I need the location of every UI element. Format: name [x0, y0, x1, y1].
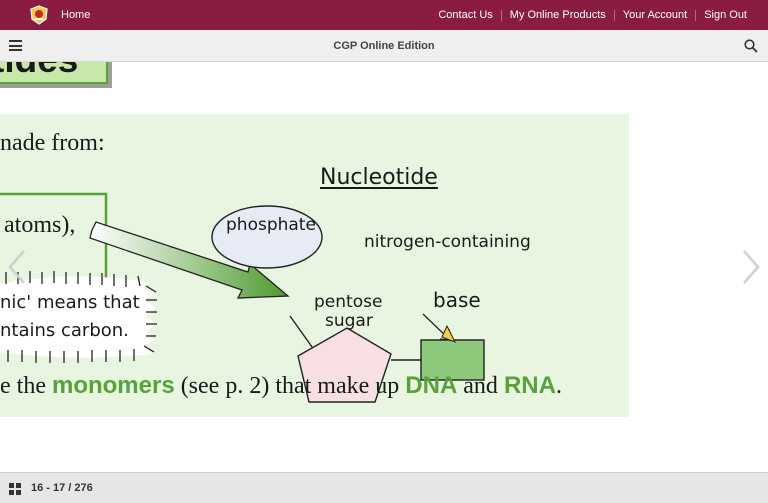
page-status-bar: 16 - 17 / 276	[0, 472, 768, 503]
book-page-spread: tides nade from: atoms), nic' m	[0, 62, 768, 472]
nucleotide-figure: nade from: atoms), nic' means that nta	[0, 114, 629, 417]
sugar-label: sugar	[325, 311, 373, 331]
previous-page-arrow-icon[interactable]	[6, 248, 28, 286]
link-divider	[695, 10, 697, 21]
pentose-label: pentose	[314, 292, 383, 312]
dna-keyword: DNA	[405, 372, 458, 399]
nitrogen-label: nitrogen-containing	[364, 232, 531, 252]
note-line-2: ntains carbon.	[0, 320, 129, 341]
sentence-start: e the	[0, 373, 52, 399]
content-box-outline	[0, 192, 108, 278]
home-link[interactable]: Home	[61, 9, 91, 21]
edition-title: CGP Online Edition	[333, 40, 435, 52]
diagram-title: Nucleotide	[320, 165, 438, 190]
big-arrow-graphic	[89, 221, 290, 299]
search-icon[interactable]	[744, 39, 758, 53]
link-divider	[500, 10, 502, 21]
reader-toolbar: CGP Online Edition	[0, 30, 768, 62]
section-heading: tides	[0, 62, 78, 81]
note-line-1: nic' means that	[0, 292, 140, 313]
next-page-arrow-icon[interactable]	[740, 248, 762, 286]
nucleotide-diagram	[211, 205, 485, 403]
intro-text: nade from:	[0, 130, 105, 156]
atoms-text: atoms),	[4, 212, 76, 238]
section-heading-box: tides	[0, 62, 108, 84]
hamburger-menu-icon[interactable]	[9, 40, 22, 51]
rna-keyword: RNA	[503, 372, 556, 399]
phosphate-label: phosphate	[226, 215, 316, 235]
sentence-and: and	[457, 373, 504, 399]
page-indicator: 16 - 17 / 276	[31, 482, 93, 494]
link-divider	[613, 10, 615, 21]
contact-us-link[interactable]: Contact Us	[438, 9, 493, 21]
sentence-middle: (see p. 2) that make up	[174, 373, 406, 399]
account-links: Contact Us My Online Products Your Accou…	[438, 9, 747, 21]
top-navigation-bar: Home Contact Us My Online Products Your …	[0, 0, 768, 30]
sign-out-link[interactable]: Sign Out	[704, 9, 747, 21]
monomers-keyword: monomers	[51, 372, 175, 399]
monomer-sentence: e the monomers (see p. 2) that make up D…	[0, 372, 562, 400]
base-label: base	[433, 288, 481, 312]
cgp-logo-icon[interactable]	[27, 3, 51, 27]
your-account-link[interactable]: Your Account	[622, 9, 688, 21]
my-online-products-link[interactable]: My Online Products	[509, 9, 606, 21]
thumbnail-grid-icon[interactable]	[9, 483, 21, 495]
sentence-end: .	[555, 373, 562, 399]
